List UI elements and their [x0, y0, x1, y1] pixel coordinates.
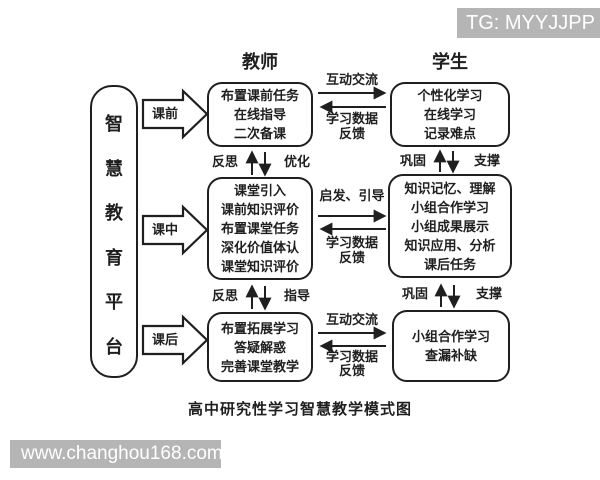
- student-box-pre-class: 个性化学习 在线学习 记录难点: [390, 82, 510, 147]
- box-line: 小组成果展示: [410, 218, 489, 234]
- link-label-forward-1: 互动交流: [325, 72, 378, 87]
- vlink-student-1-left: 巩固: [399, 153, 426, 168]
- phase-label-after-class: 课后: [151, 332, 178, 347]
- link-label-forward-3: 互动交流: [325, 312, 378, 327]
- link-label-feedback-2-line2: 反馈: [338, 250, 365, 265]
- box-line: 小组合作学习: [410, 199, 489, 215]
- box-line: 布置拓展学习: [220, 320, 299, 336]
- box-line: 课堂知识评价: [220, 259, 299, 274]
- box-line: 布置课堂任务: [220, 221, 299, 236]
- watermark-url-badge: www.changhou168.com: [10, 440, 223, 468]
- box-line: 小组合作学习: [411, 329, 490, 344]
- teacher-box-after-class: 布置拓展学习 答疑解惑 完善课堂教学: [207, 312, 313, 382]
- teacher-box-in-class: 课堂引入 课前知识评价 布置课堂任务 深化价值体认 课堂知识评价: [207, 177, 313, 280]
- box-line: 布置课前任务: [220, 88, 299, 103]
- vlink-teacher-1-left: 反思: [211, 154, 238, 169]
- link-label-feedback-3-line1: 学习数据: [325, 349, 378, 364]
- box-line: 个性化学习: [417, 88, 483, 103]
- phase-label-in-class: 课中: [151, 222, 178, 237]
- platform-char: 教: [105, 203, 123, 224]
- platform-char: 平: [105, 292, 123, 313]
- box-line: 知识记忆、理解: [404, 180, 496, 196]
- link-label-feedback-3-line2: 反馈: [338, 363, 365, 378]
- box-line: 课堂引入: [233, 183, 286, 198]
- column-header-teacher: 教师: [242, 52, 278, 72]
- box-line: 查漏补缺: [424, 348, 477, 363]
- platform-char: 智: [105, 114, 123, 134]
- box-line: 记录难点: [423, 126, 476, 141]
- box-line: 知识应用、分析: [404, 237, 496, 253]
- phase-label-pre-class: 课前: [151, 106, 178, 121]
- student-box-in-class: 知识记忆、理解 小组合作学习 小组成果展示 知识应用、分析 课后任务: [388, 174, 512, 278]
- student-box-after-class: 小组合作学习 查漏补缺: [392, 310, 510, 382]
- box-line: 在线指导: [233, 107, 286, 122]
- box-line: 课后任务: [423, 256, 476, 272]
- box-line: 完善课堂教学: [220, 358, 299, 374]
- box-line: 课前知识评价: [220, 202, 299, 217]
- column-header-student: 学生: [432, 52, 468, 72]
- vlink-teacher-2-left: 反思: [211, 288, 238, 303]
- link-label-feedback-2-line1: 学习数据: [325, 235, 378, 250]
- vlink-student-2-right: 支撑: [475, 286, 502, 301]
- vlink-teacher-1-right: 优化: [283, 154, 310, 169]
- link-label-feedback-1-line1: 学习数据: [325, 111, 378, 126]
- platform-box: 智 慧 教 育 平 台: [90, 85, 138, 378]
- watermark-telegram-badge: TG: MYYJJPP: [457, 8, 600, 38]
- link-label-feedback-1-line2: 反馈: [338, 126, 365, 141]
- vlink-student-2-left: 巩固: [401, 286, 428, 301]
- box-line: 在线学习: [423, 107, 476, 122]
- box-line: 深化价值体认: [220, 240, 299, 255]
- diagram-caption: 高中研究性学习智慧教学模式图: [187, 401, 412, 418]
- teacher-box-pre-class: 布置课前任务 在线指导 二次备课: [207, 82, 313, 147]
- platform-char: 台: [105, 336, 123, 357]
- link-label-forward-2: 启发、引导: [319, 188, 385, 203]
- box-line: 二次备课: [233, 126, 286, 141]
- platform-char: 育: [105, 247, 123, 268]
- box-line: 答疑解惑: [233, 339, 286, 355]
- platform-char: 慧: [105, 158, 123, 179]
- vlink-student-1-right: 支撑: [473, 153, 500, 168]
- vlink-teacher-2-right: 指导: [283, 288, 310, 303]
